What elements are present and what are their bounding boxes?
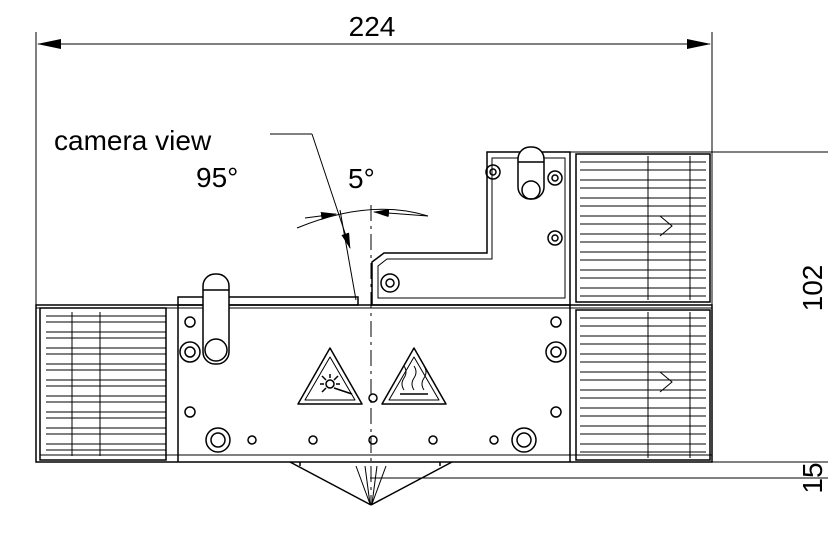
offset-dimension-label: 15 [797, 462, 828, 493]
left-cooling-fins [39, 307, 167, 461]
tilt-angle-label: 5° [348, 163, 375, 194]
width-dimension: 224 [35, 11, 713, 305]
camera-view-label: camera view [54, 125, 212, 156]
handle-right [517, 146, 545, 200]
right-lower-cooling-fins [575, 309, 711, 461]
right-upper-cooling-fins [575, 153, 711, 303]
projection-rays [355, 465, 387, 505]
hot-surface-warning-icon [381, 347, 447, 405]
front-panel-screws [179, 316, 567, 453]
width-dimension-label: 224 [349, 11, 396, 42]
housing [35, 296, 713, 506]
camera-bracket [371, 151, 571, 306]
height-dimension-label: 102 [797, 265, 828, 312]
handle-left [202, 273, 230, 365]
laser-warning-icon [297, 347, 363, 405]
camera-view-annotation: camera view 95° 5° [54, 125, 429, 505]
camera-angle-label: 95° [196, 162, 238, 193]
height-dimension: 102 15 [370, 151, 828, 494]
